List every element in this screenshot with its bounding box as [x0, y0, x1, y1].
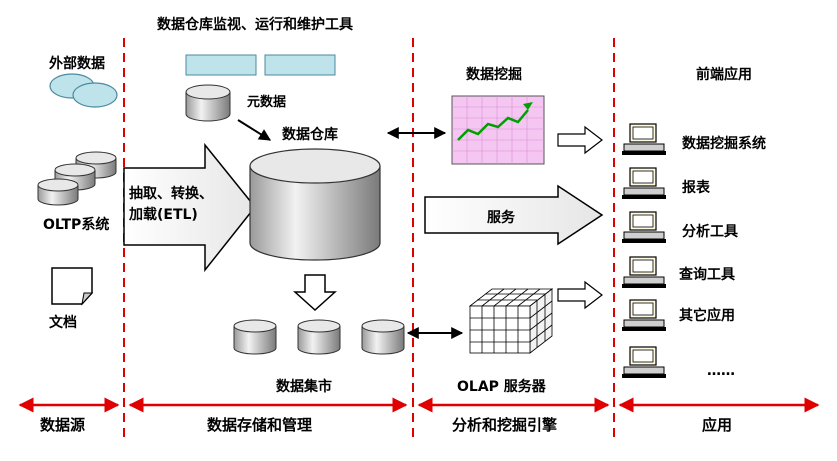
app-label-ellipsis: …… — [707, 363, 735, 379]
computer-icon — [622, 299, 666, 331]
etl-label-line1: 抽取、转换、 — [129, 186, 213, 202]
app-label-report: 报表 — [682, 180, 710, 196]
section-label-engine: 分析和挖掘引擎 — [452, 416, 558, 434]
metadata-label: 元数据 — [247, 95, 287, 110]
mining-to-apps-arrow — [557, 125, 603, 155]
section-label-apps: 应用 — [702, 416, 733, 434]
service-label: 服务 — [487, 210, 515, 226]
data-mining-chart-icon — [451, 95, 545, 165]
metadata-to-dw-arrow — [237, 119, 272, 141]
app-label-mining-system: 数据挖掘系统 — [682, 136, 766, 152]
app-label-other: 其它应用 — [679, 308, 735, 324]
external-data-label: 外部数据 — [49, 56, 105, 72]
olap-to-apps-arrow — [557, 280, 603, 310]
olap-cube-icon — [468, 288, 554, 354]
computer-icons — [622, 123, 666, 378]
monitoring-tools-icon — [185, 54, 336, 76]
data-warehouse-cylinder — [249, 148, 381, 261]
front-end-title: 前端应用 — [696, 67, 752, 83]
oltp-label: OLTP系统 — [43, 217, 110, 233]
app-label-query-tool: 查询工具 — [679, 267, 735, 283]
etl-arrow — [123, 142, 256, 273]
trend-line — [457, 109, 529, 141]
section-label-storage: 数据存储和管理 — [207, 416, 313, 434]
documents-label: 文档 — [49, 315, 77, 331]
computer-icon — [622, 346, 666, 378]
data-mart-cylinder — [361, 319, 405, 355]
olap-server-label: OLAP 服务器 — [457, 379, 546, 395]
metadata-cylinder-icon — [185, 84, 231, 122]
dw-to-marts-arrow — [293, 274, 337, 312]
app-label-analysis-tool: 分析工具 — [682, 224, 738, 240]
monitoring-tools-title: 数据仓库监视、运行和维护工具 — [157, 17, 353, 33]
computer-icon — [622, 211, 666, 243]
data-mart-cylinder — [297, 319, 341, 355]
external-data-icon — [49, 73, 118, 108]
computer-icon — [622, 167, 666, 199]
etl-label-line2: 加载(ETL) — [129, 207, 198, 223]
document-icon — [51, 267, 94, 306]
data-mart-cylinders — [233, 319, 405, 355]
data-mart-cylinder — [233, 319, 277, 355]
data-warehouse-label: 数据仓库 — [282, 127, 338, 143]
oltp-database-icon — [37, 151, 117, 206]
service-arrow — [424, 184, 604, 246]
computer-icon — [622, 256, 666, 288]
data-mining-label: 数据挖掘 — [466, 67, 522, 83]
data-marts-label: 数据集市 — [276, 379, 332, 395]
section-label-source: 数据源 — [40, 416, 86, 434]
computer-icon — [622, 123, 666, 155]
